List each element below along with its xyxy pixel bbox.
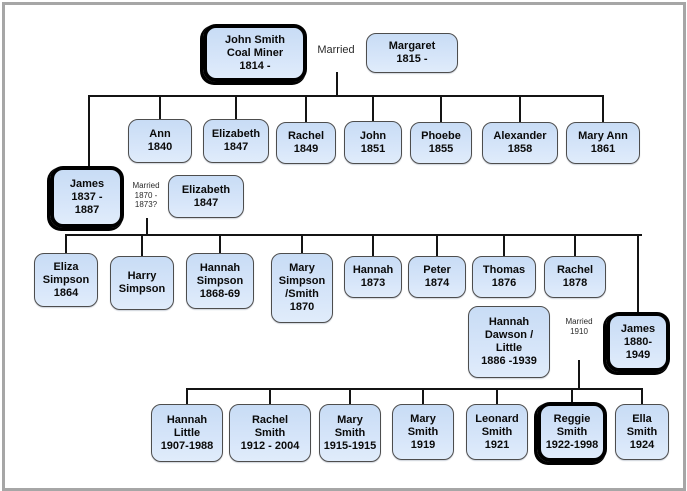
- connector-line: [372, 234, 374, 256]
- person-node-john-smith[interactable]: John Smith Coal Miner 1814 -: [203, 24, 307, 82]
- person-node-ella-smith[interactable]: Ella Smith 1924: [615, 404, 669, 460]
- connector-line: [641, 388, 643, 404]
- person-node-james-1837[interactable]: James 1837 - 1887: [50, 166, 124, 228]
- connector-line: [305, 95, 307, 122]
- person-node-hannah-dawson[interactable]: Hannah Dawson / Little 1886 -1939: [468, 306, 550, 378]
- person-node-ann-1840[interactable]: Ann 1840: [128, 119, 192, 163]
- person-node-elizabeth-1847[interactable]: Elizabeth 1847: [203, 119, 269, 163]
- connector-line: [503, 234, 505, 256]
- connector-line: [88, 95, 604, 97]
- person-node-alexander-1858[interactable]: Alexander 1858: [482, 122, 558, 164]
- connector-line: [159, 95, 161, 119]
- person-node-rachel-smith[interactable]: Rachel Smith 1912 - 2004: [229, 404, 311, 462]
- connector-line: [269, 388, 271, 404]
- connector-line: [519, 95, 521, 122]
- connector-line: [336, 72, 338, 96]
- married-james-hannah-label: Married 1910: [565, 317, 593, 336]
- connector-line: [578, 360, 580, 389]
- connector-line: [574, 234, 576, 256]
- person-node-peter-1874[interactable]: Peter 1874: [408, 256, 466, 298]
- connector-line: [436, 234, 438, 256]
- person-node-mary-ann-1861[interactable]: Mary Ann 1861: [566, 122, 640, 164]
- person-node-mary-smith-1915[interactable]: Mary Smith 1915-1915: [319, 404, 381, 462]
- connector-line: [65, 234, 67, 253]
- connector-line: [637, 234, 639, 312]
- person-node-john-1851[interactable]: John 1851: [344, 121, 402, 164]
- person-node-rachel-1878[interactable]: Rachel 1878: [544, 256, 606, 298]
- person-node-rachel-1849[interactable]: Rachel 1849: [276, 122, 336, 164]
- connector-line: [186, 388, 188, 404]
- connector-line: [440, 95, 442, 122]
- person-node-mary-simpson[interactable]: Mary Simpson /Smith 1870: [271, 253, 333, 323]
- connector-line: [219, 234, 221, 253]
- connector-line: [187, 388, 643, 390]
- person-node-elizabeth-1847-wife[interactable]: Elizabeth 1847: [168, 175, 244, 218]
- person-node-margaret[interactable]: Margaret 1815 -: [366, 33, 458, 73]
- person-node-thomas-1876[interactable]: Thomas 1876: [472, 256, 536, 298]
- connector-line: [496, 388, 498, 404]
- person-node-james-1880[interactable]: James 1880- 1949: [606, 312, 670, 372]
- person-node-harry-simpson[interactable]: Harry Simpson: [110, 256, 174, 310]
- connector-line: [141, 234, 143, 256]
- connector-line: [301, 234, 303, 253]
- connector-line: [349, 388, 351, 404]
- connector-line: [66, 234, 642, 236]
- person-node-leonard-smith[interactable]: Leonard Smith 1921: [466, 404, 528, 460]
- person-node-phoebe-1855[interactable]: Phoebe 1855: [410, 122, 472, 164]
- married-john-margaret-label: Married: [317, 44, 355, 56]
- connector-line: [422, 388, 424, 404]
- connector-line: [88, 95, 90, 166]
- person-node-hannah-simpson[interactable]: Hannah Simpson 1868-69: [186, 253, 254, 309]
- connector-line: [235, 95, 237, 119]
- person-node-hannah-little[interactable]: Hannah Little 1907-1988: [151, 404, 223, 462]
- person-node-hannah-1873[interactable]: Hannah 1873: [344, 256, 402, 298]
- connector-line: [602, 95, 604, 122]
- connector-line: [571, 388, 573, 402]
- connector-line: [146, 218, 148, 235]
- person-node-mary-smith-1919[interactable]: Mary Smith 1919: [392, 404, 454, 460]
- married-james-elizabeth-label: Married 1870 - 1873?: [132, 181, 160, 209]
- person-node-reggie-smith[interactable]: Reggie Smith 1922-1998: [537, 402, 607, 462]
- person-node-eliza-simpson[interactable]: Eliza Simpson 1864: [34, 253, 98, 307]
- connector-line: [372, 95, 374, 121]
